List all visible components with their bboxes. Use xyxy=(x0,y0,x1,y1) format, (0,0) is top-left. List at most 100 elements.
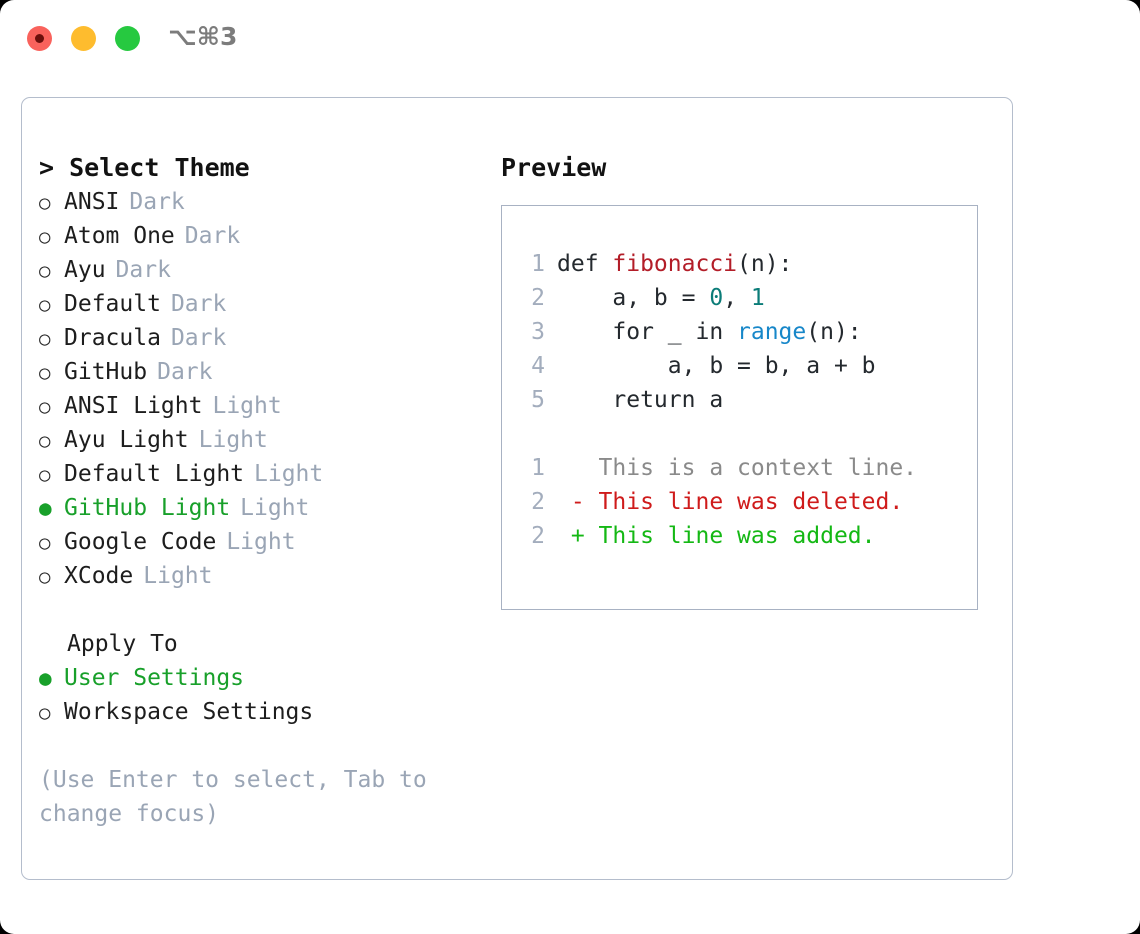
radio-unselected-icon: ○ xyxy=(39,226,51,248)
theme-option-mode-tag: Light xyxy=(226,529,296,555)
line-number: 2 xyxy=(531,285,545,311)
code-token-plain: return a xyxy=(557,387,724,413)
code-line: 5 return a xyxy=(519,383,971,417)
apply-to-header: Apply To xyxy=(67,631,178,657)
code-spacer xyxy=(519,417,971,451)
theme-option-label: Google Code xyxy=(64,529,217,555)
code-line: 3 for _ in range(n): xyxy=(519,315,971,349)
theme-option-google-code[interactable]: ○ Google Code Light xyxy=(39,525,469,559)
code-token-plain: for _ in xyxy=(557,319,738,345)
radio-unselected-icon: ○ xyxy=(39,192,51,214)
line-number: 1 xyxy=(531,251,545,277)
theme-option-ayu-light[interactable]: ○ Ayu Light Light xyxy=(39,423,469,457)
code-line: 1 def fibonacci(n): xyxy=(519,247,971,281)
theme-option-ansi-light[interactable]: ○ ANSI Light Light xyxy=(39,389,469,423)
apply-to-list: ● User Settings ○Workspace Settings xyxy=(39,661,469,729)
theme-option-mode-tag: Dark xyxy=(184,223,241,249)
code-token-num: 0 xyxy=(709,285,724,311)
theme-option-default-light[interactable]: ○ Default Light Light xyxy=(39,457,469,491)
diff-line-ctx: 1 This is a context line. xyxy=(519,451,971,485)
radio-unselected-icon: ○ xyxy=(39,430,51,452)
maximize-icon[interactable] xyxy=(115,26,140,51)
code-line: 2 a, b = 0, 1 xyxy=(519,281,971,315)
code-line-text: return a xyxy=(557,383,723,417)
line-number: 2 xyxy=(531,489,545,515)
theme-option-label: GitHub Light xyxy=(64,495,231,521)
radio-selected-icon: ● xyxy=(39,496,52,520)
apply-to-option-label: User Settings xyxy=(64,665,245,691)
theme-option-mode-tag: Dark xyxy=(157,359,213,385)
theme-option-mode-tag: Light xyxy=(212,393,282,419)
radio-unselected-icon: ○ xyxy=(39,532,51,554)
code-token-plain: , xyxy=(723,285,751,311)
radio-unselected-icon: ○ xyxy=(39,294,51,316)
theme-option-mode-tag: Light xyxy=(254,461,324,487)
theme-option-label: ANSI Light xyxy=(64,393,203,419)
radio-unselected-icon: ○ xyxy=(39,328,51,350)
line-number: 4 xyxy=(531,353,545,379)
code-token-fn: fibonacci xyxy=(612,251,738,277)
window-controls xyxy=(27,26,140,51)
line-number: 3 xyxy=(531,319,545,345)
theme-option-label: GitHub xyxy=(64,359,148,385)
apply-to-section: Apply To ● User Settings ○Workspace Settin… xyxy=(39,627,469,729)
code-token-call: range xyxy=(737,319,807,345)
theme-option-label: XCode xyxy=(64,563,134,589)
radio-selected-icon: ● xyxy=(39,666,52,690)
code-line: 4 a, b = b, a + b xyxy=(519,349,971,383)
apply-to-option-user-settings[interactable]: ● User Settings xyxy=(39,661,469,695)
theme-option-label: Ayu xyxy=(64,257,106,283)
keyboard-shortcut-label: ⌥⌘3 xyxy=(168,22,238,51)
theme-option-label: Dracula xyxy=(64,325,161,351)
preview-header: Preview xyxy=(501,153,607,182)
radio-unselected-icon: ○ xyxy=(39,396,51,418)
theme-option-github[interactable]: ○ GitHub Dark xyxy=(39,355,469,389)
apply-to-option-workspace-settings[interactable]: ○Workspace Settings xyxy=(39,695,469,729)
diff-line-del: 2 - This line was deleted. xyxy=(519,485,971,519)
theme-option-label: Default Light xyxy=(64,461,245,487)
radio-unselected-icon: ○ xyxy=(39,702,51,724)
theme-option-mode-tag: Light xyxy=(143,563,213,589)
line-number: 1 xyxy=(531,455,545,481)
radio-unselected-icon: ○ xyxy=(39,566,51,588)
theme-option-mode-tag: Dark xyxy=(129,189,185,215)
theme-option-mode-tag: Light xyxy=(240,495,310,521)
code-token-plain: def xyxy=(557,251,613,277)
theme-option-label: Ayu Light xyxy=(64,427,189,453)
code-token-num: 1 xyxy=(750,285,765,311)
keyboard-hint-line-2: change focus) xyxy=(39,801,220,827)
keyboard-hint: (Use Enter to select, Tab to change focu… xyxy=(39,763,439,831)
code-line-text: a, b = 0, 1 xyxy=(557,281,765,315)
radio-unselected-icon: ○ xyxy=(39,362,51,384)
close-icon[interactable] xyxy=(27,26,52,51)
minimize-icon[interactable] xyxy=(71,26,96,51)
theme-option-mode-tag: Light xyxy=(198,427,268,453)
theme-option-dracula[interactable]: ○ Dracula Dark xyxy=(39,321,469,355)
code-line-text: a, b = b, a + b xyxy=(557,349,876,383)
theme-option-github-light[interactable]: ● GitHub Light Light xyxy=(39,491,469,525)
code-token-plain: a, b = xyxy=(557,285,710,311)
select-theme-header: > Select Theme xyxy=(39,153,250,182)
diff-line-text: This is a context line. xyxy=(557,455,918,481)
line-number: 5 xyxy=(531,387,545,413)
line-number: 2 xyxy=(531,523,545,549)
theme-option-mode-tag: Dark xyxy=(170,325,227,351)
diff-line-text: + This line was added. xyxy=(557,523,876,549)
radio-unselected-icon: ○ xyxy=(39,464,51,486)
code-token-plain: a, b = b, a + b xyxy=(557,353,876,379)
theme-option-xcode[interactable]: ○ XCode Light xyxy=(39,559,469,593)
code-token-plain: (n): xyxy=(806,319,862,345)
code-line-text: def fibonacci(n): xyxy=(557,247,792,281)
keyboard-hint-line-1: (Use Enter to select, Tab to xyxy=(39,767,427,793)
diff-line-text: - This line was deleted. xyxy=(557,489,904,515)
